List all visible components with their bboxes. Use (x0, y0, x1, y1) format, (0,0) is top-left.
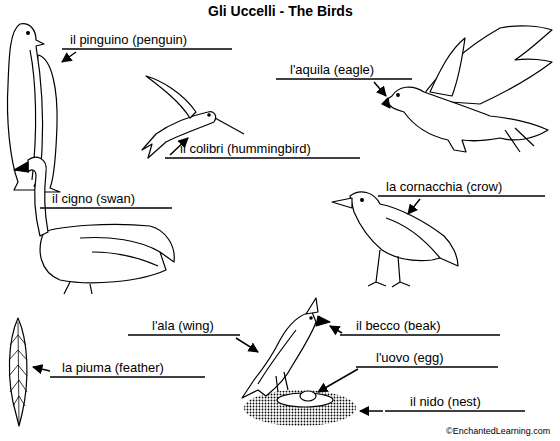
underline (340, 334, 500, 336)
cardinal-beak (316, 316, 330, 326)
hummingbird-wing (146, 76, 196, 118)
swan-wing (80, 238, 160, 266)
feather (9, 318, 27, 426)
cardinal-wing (258, 330, 296, 384)
penguin-eye (27, 32, 30, 35)
bird-label: il nido (nest) (410, 394, 481, 409)
leader-arrow (408, 199, 420, 214)
swan-neck (28, 157, 48, 236)
underline (385, 410, 525, 412)
cardinal-eye (310, 317, 312, 319)
underline (276, 78, 412, 80)
bird-label: il pinguino (penguin) (70, 32, 187, 47)
crow-legs (368, 250, 410, 287)
leader-arrow (33, 367, 50, 371)
bird-label: l'uovo (egg) (376, 350, 444, 365)
leader-arrow (236, 338, 258, 352)
bird-label: la piuma (feather) (62, 360, 164, 375)
underline (40, 207, 172, 209)
swan-body (40, 224, 174, 282)
leader-arrow (374, 82, 386, 96)
eagle-body (386, 87, 548, 152)
leader-arrow (330, 326, 342, 333)
swan-foot (64, 282, 92, 294)
leader-arrow (360, 410, 383, 412)
underline (62, 48, 232, 50)
bird-label: la cornacchia (crow) (386, 179, 502, 194)
crow-body (350, 192, 458, 266)
eagle-eye (397, 94, 400, 97)
underline (50, 376, 205, 378)
swan-beak (14, 162, 28, 172)
underline (165, 157, 360, 159)
nest (244, 390, 356, 426)
bird-label: il colibri (hummingbird) (180, 141, 311, 156)
cardinal-legs (276, 372, 288, 392)
feather-veins (9, 322, 27, 424)
eagle-tail (505, 128, 534, 152)
egg (300, 391, 316, 401)
crow-wing (386, 218, 440, 258)
hummingbird-eye (208, 114, 210, 116)
bird-label: l'ala (wing) (152, 318, 214, 333)
underline (378, 195, 545, 197)
bird-label: il becco (beak) (356, 318, 441, 333)
eagle-wing-upper (420, 26, 552, 104)
leader-arrow (62, 52, 76, 62)
crow-eye (361, 199, 364, 202)
cardinal-body (242, 312, 316, 398)
eagle-beak (382, 98, 390, 108)
bird-label: l'aquila (eagle) (290, 62, 374, 77)
hummingbird-beak (215, 118, 244, 134)
leader-arrow (318, 369, 358, 392)
copyright-note: ©EnchantedLearning.com (446, 426, 550, 437)
crow-beak (332, 198, 352, 208)
page-title: Gli Uccelli - The Birds (208, 3, 353, 19)
underline (128, 334, 240, 336)
underline (356, 366, 498, 368)
bird-label: il cigno (swan) (52, 191, 135, 206)
eagle-wing-back (430, 38, 465, 96)
cardinal-crest (306, 298, 318, 314)
